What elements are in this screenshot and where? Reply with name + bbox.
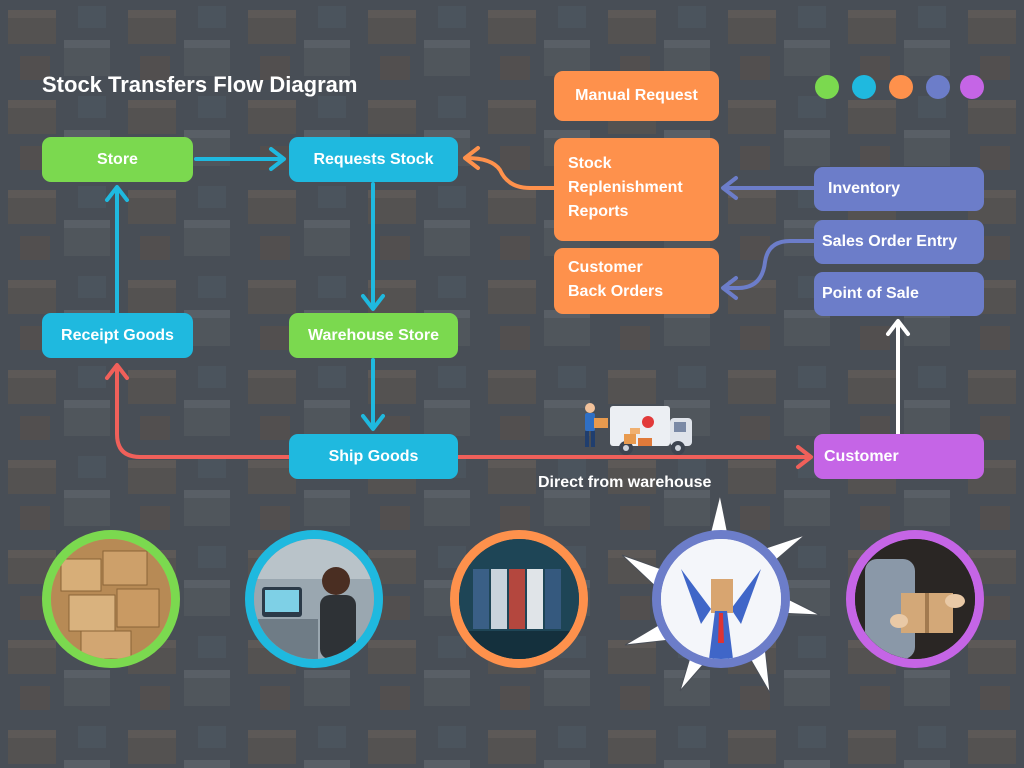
node-customer[interactable]: Customer (814, 434, 984, 479)
legend-dot-purple (960, 75, 984, 99)
cardboard-boxes-icon (42, 530, 180, 668)
arrow-requests-to-warehouse (361, 182, 385, 311)
arrow-inventory-to-replenishment (721, 176, 816, 200)
node-store[interactable]: Store (42, 137, 193, 182)
node-point-of-sale[interactable]: Point of Sale (814, 272, 984, 316)
node-receipt-goods[interactable]: Receipt Goods (42, 313, 193, 358)
node-inventory[interactable]: Inventory (814, 167, 984, 211)
node-sales-order-entry[interactable]: Sales Order Entry (814, 220, 984, 264)
node-requests-stock[interactable]: Requests Stock (289, 137, 458, 182)
node-customer-back-orders[interactable]: Customer Back Orders (554, 248, 719, 314)
warehouse-worker-icon (245, 530, 383, 668)
legend-dot-green (815, 75, 839, 99)
legend-dot-orange (889, 75, 913, 99)
arrow-ship-to-receipt (105, 363, 292, 459)
arrow-sales-to-backorders (721, 239, 816, 300)
arrow-receipt-to-store (105, 185, 129, 314)
legend-dot-cyan (852, 75, 876, 99)
arrow-customer-to-pos (886, 319, 910, 436)
page-title: Stock Transfers Flow Diagram (42, 72, 358, 97)
node-manual-request[interactable]: Manual Request (554, 71, 719, 121)
arrow-store-to-requests (194, 147, 286, 171)
node-ship-goods[interactable]: Ship Goods (289, 434, 458, 479)
arrow-replenishment-to-requests (463, 146, 557, 190)
node-warehouse-store[interactable]: Warehouse Store (289, 313, 458, 358)
edge-label-direct-from-warehouse: Direct from warehouse (538, 474, 712, 491)
package-delivery-icon (846, 530, 984, 668)
shipping-containers-icon (450, 530, 588, 668)
arrow-ship-to-customer (456, 445, 813, 469)
arrow-warehouse-to-ship (361, 358, 385, 431)
legend-dot-blue (926, 75, 950, 99)
delivery-truck-icon (585, 403, 692, 455)
node-stock-replenishment-reports[interactable]: Stock Replenishment Reports (554, 138, 719, 241)
stressed-businessman-icon (652, 530, 790, 668)
